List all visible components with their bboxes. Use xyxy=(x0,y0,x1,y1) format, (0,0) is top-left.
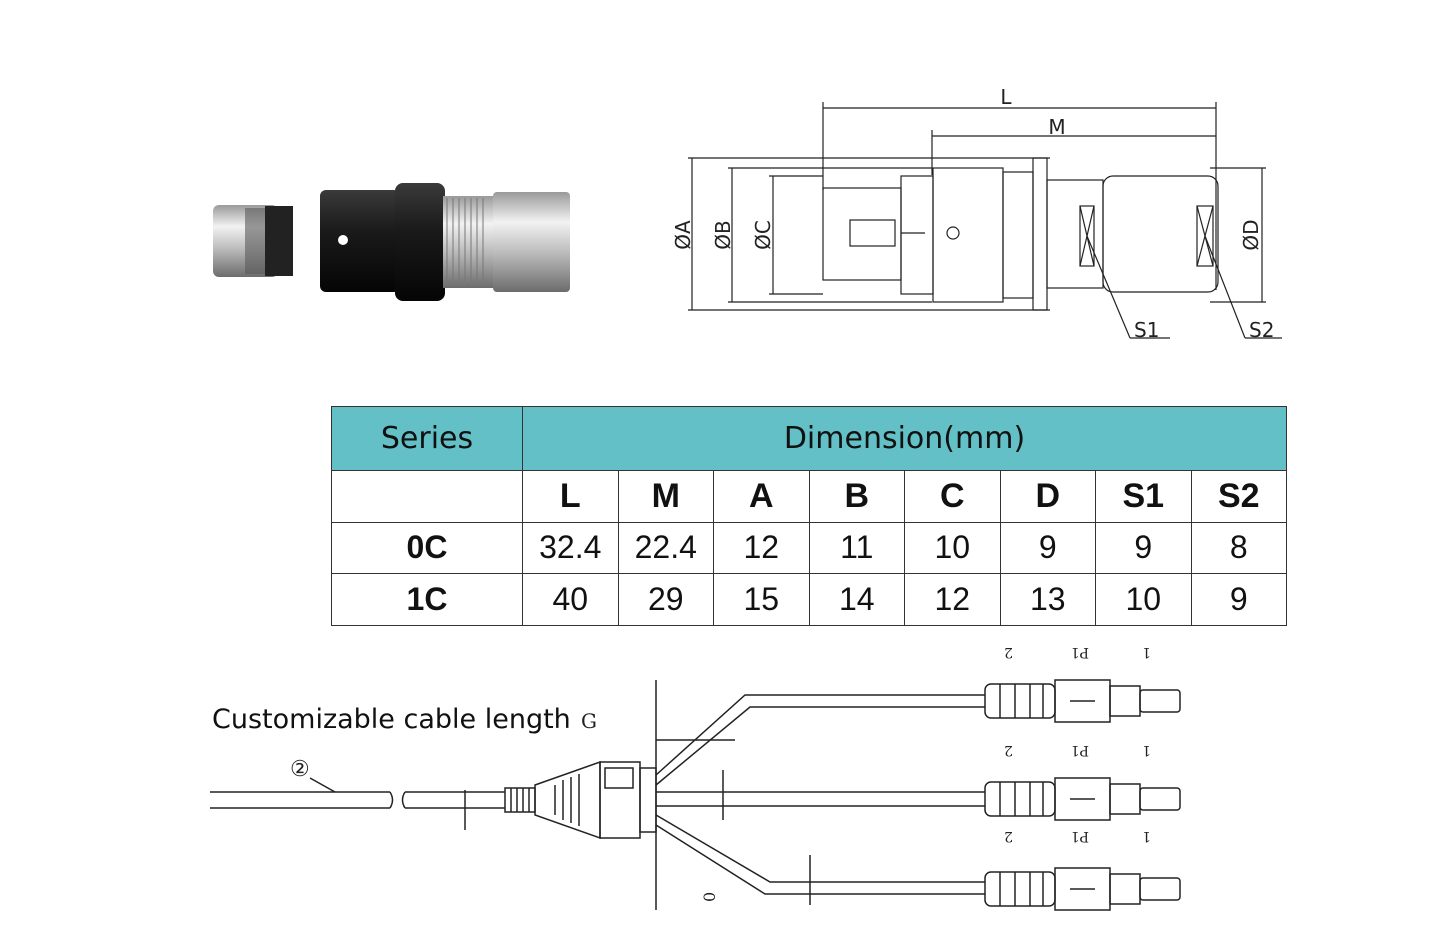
col-header-B: B xyxy=(808,469,905,523)
dim-B-label: ØB xyxy=(711,220,735,249)
connector-photo xyxy=(205,178,575,308)
col-header-M: M xyxy=(617,469,714,523)
col-header-C: C xyxy=(904,469,1001,523)
cell-value: 12 xyxy=(904,573,1001,626)
cell-value: 10 xyxy=(904,521,1001,575)
dimension-header: Dimension(mm) xyxy=(522,406,1287,471)
cell-value: 40 xyxy=(522,573,619,626)
part1-label: 1 xyxy=(1142,828,1151,844)
cell-value: 12 xyxy=(713,521,810,575)
part2-label: 2 xyxy=(1004,742,1013,758)
series-header: Series xyxy=(331,406,523,471)
cell-value: 11 xyxy=(808,521,905,575)
col-header-L: L xyxy=(522,469,619,523)
cable-callout: ② xyxy=(290,757,310,782)
dim-S1-label: S1 xyxy=(1134,318,1159,342)
dimension-table: Series Dimension(mm) L M A B C D S1 S2 0… xyxy=(331,406,1287,626)
zero-label: 0 xyxy=(700,892,719,902)
table-header-row: Series Dimension(mm) xyxy=(331,406,1287,471)
cell-value: 32.4 xyxy=(522,521,619,575)
cell-value: 9 xyxy=(999,521,1096,575)
dim-S2-label: S2 xyxy=(1249,318,1274,342)
cell-value: 8 xyxy=(1190,521,1287,575)
cell-value: 9 xyxy=(1095,521,1192,575)
p1-label: P1 xyxy=(1071,828,1089,844)
cell-value: 10 xyxy=(1095,573,1192,626)
part2-label: 2 xyxy=(1004,828,1013,844)
part1-label: 1 xyxy=(1142,742,1151,758)
cable-length-label: Customizable cable length xyxy=(212,704,571,735)
col-header-S2: S2 xyxy=(1190,469,1287,523)
cell-value: 15 xyxy=(713,573,810,626)
dim-A-label: ØA xyxy=(671,220,695,250)
part2-label: 2 xyxy=(1004,644,1013,660)
dim-C-label: ØC xyxy=(751,220,775,250)
part1-label: 1 xyxy=(1142,644,1151,660)
col-header-D: D xyxy=(999,469,1096,523)
col-header-S1: S1 xyxy=(1095,469,1192,523)
cell-value: 9 xyxy=(1190,573,1287,626)
col-header-A: A xyxy=(713,469,810,523)
p1-label: P1 xyxy=(1071,742,1089,758)
g-label: G xyxy=(581,709,597,733)
series-name: 1C xyxy=(331,573,523,626)
dim-L-label: L xyxy=(1000,85,1012,109)
column-header-row: L M A B C D S1 S2 xyxy=(331,469,1287,523)
cell-value: 14 xyxy=(808,573,905,626)
series-name: 0C xyxy=(331,521,523,575)
dim-M-label: M xyxy=(1048,115,1065,139)
technical-drawing: L M ØA ØB ØC ØD S1 S2 xyxy=(670,80,1290,350)
p1-label: P1 xyxy=(1071,644,1089,660)
cable-drawing: G ② 0 2 P1 1 2 P1 1 2 P1 1 xyxy=(205,640,1205,920)
table-row: 1C 40 29 15 14 12 13 10 9 xyxy=(331,573,1287,626)
cell-value: 29 xyxy=(617,573,714,626)
empty-header-cell xyxy=(331,469,523,523)
cell-value: 22.4 xyxy=(617,521,714,575)
dim-D-label: ØD xyxy=(1239,219,1263,250)
table-row: 0C 32.4 22.4 12 11 10 9 9 8 xyxy=(331,521,1287,575)
cell-value: 13 xyxy=(999,573,1096,626)
